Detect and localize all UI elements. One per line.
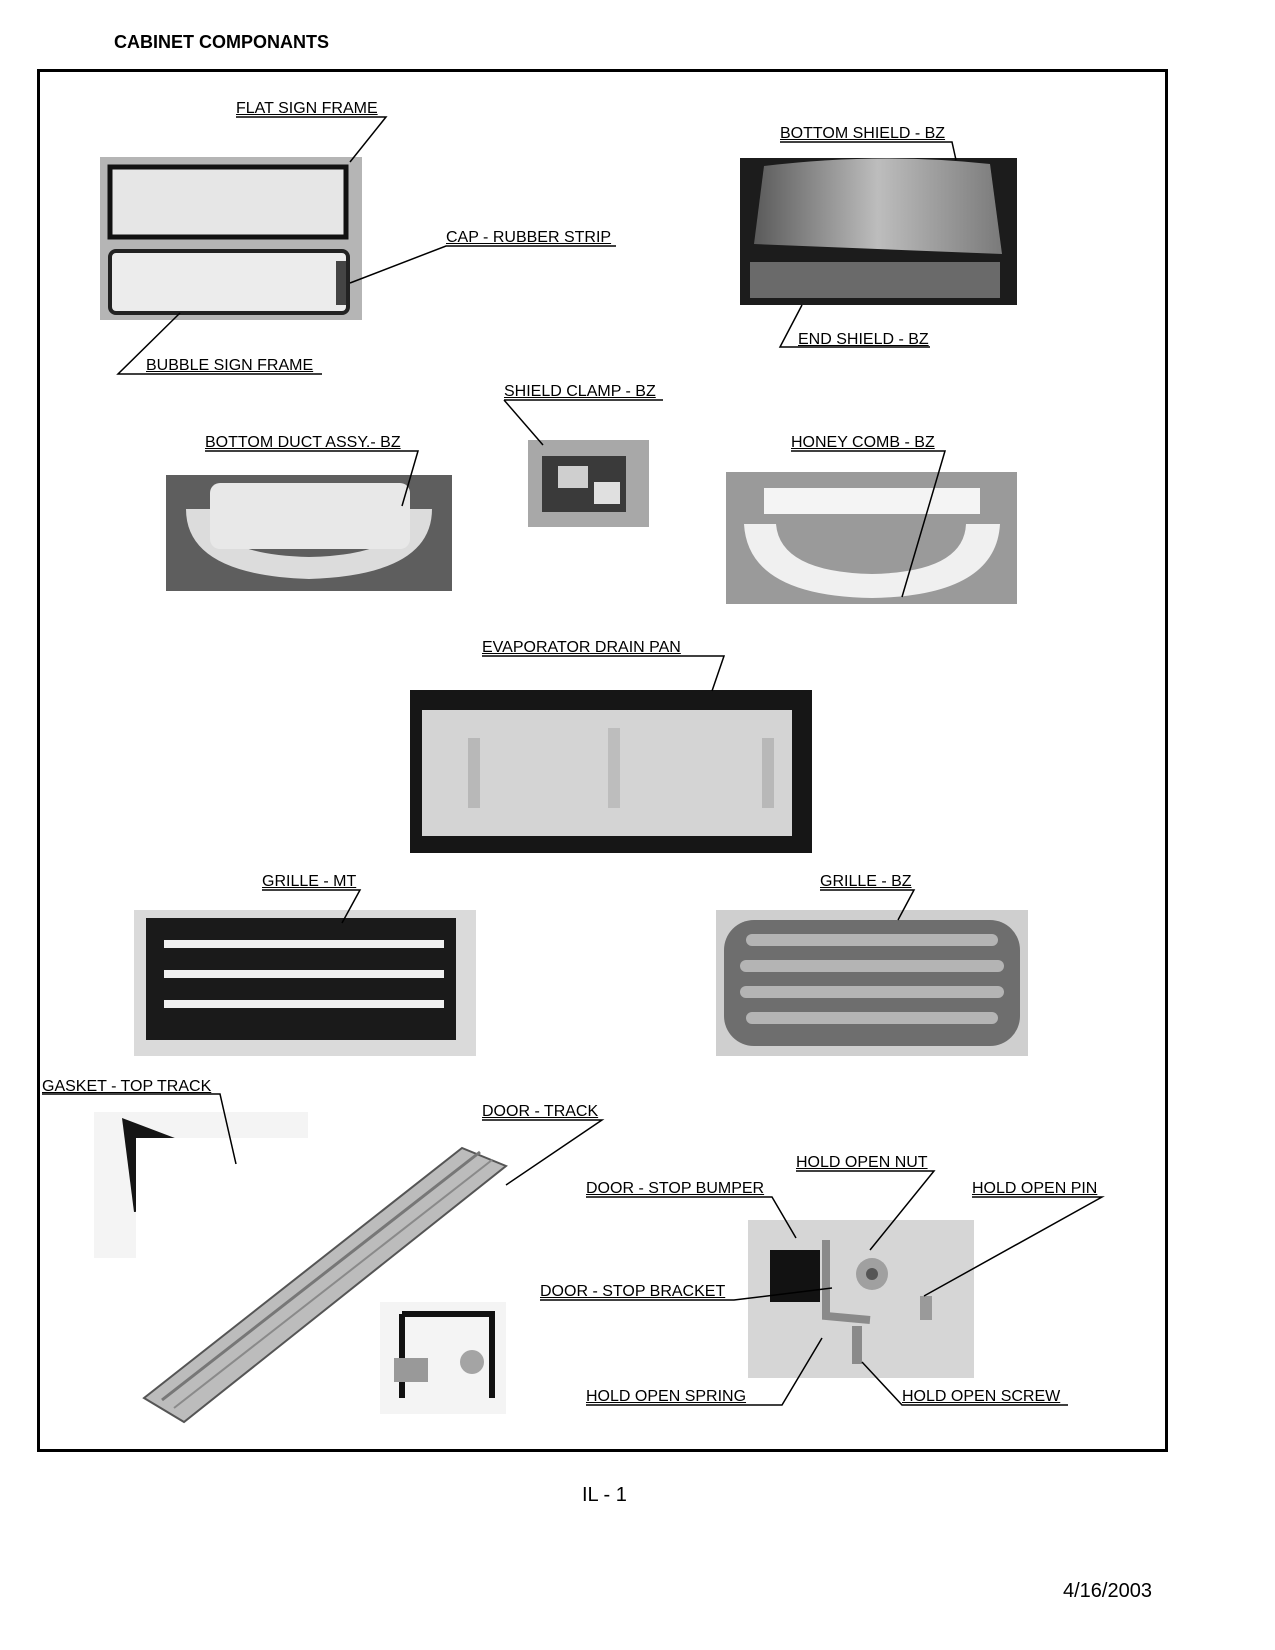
page-date: 4/16/2003 [1063, 1580, 1152, 1602]
label-hold-open-screw: HOLD OPEN SCREW [902, 1388, 1061, 1405]
label-grille-mt: GRILLE - MT [262, 873, 357, 890]
page-title: CABINET COMPONANTS [114, 32, 329, 52]
label-bubble-sign-frame: BUBBLE SIGN FRAME [146, 357, 314, 374]
sign-frames-photo [100, 157, 362, 320]
label-flat-sign-frame: FLAT SIGN FRAME [236, 100, 378, 117]
label-shield-clamp: SHIELD CLAMP - BZ [504, 383, 656, 400]
drain-pan-photo [410, 690, 812, 853]
label-hold-open-pin: HOLD OPEN PIN [972, 1180, 1098, 1197]
bottom-duct-photo [166, 475, 452, 591]
label-cap-rubber-strip: CAP - RUBBER STRIP [446, 229, 612, 246]
grille-bz-photo [716, 910, 1028, 1056]
label-honey-comb: HONEY COMB - BZ [791, 434, 935, 451]
label-bottom-shield: BOTTOM SHIELD - BZ [780, 125, 946, 142]
page-number: IL - 1 [582, 1484, 627, 1506]
hold-open-photo [748, 1220, 974, 1378]
figure-frame [37, 69, 1168, 1452]
label-hold-open-nut: HOLD OPEN NUT [796, 1154, 928, 1171]
label-end-shield: END SHIELD - BZ [798, 331, 929, 348]
label-door-track: DOOR - TRACK [482, 1103, 599, 1120]
label-grille-bz: GRILLE - BZ [820, 873, 912, 890]
label-door-stop-bumper: DOOR - STOP BUMPER [586, 1180, 765, 1197]
label-hold-open-spring: HOLD OPEN SPRING [586, 1388, 747, 1405]
grille-mt-photo [134, 910, 476, 1056]
shield-clamp-photo [528, 440, 649, 527]
bottom-shield-photo [740, 158, 1017, 305]
label-bottom-duct-assy: BOTTOM DUCT ASSY.- BZ [205, 434, 401, 451]
honey-comb-photo [726, 472, 1017, 604]
label-gasket-top-track: GASKET - TOP TRACK [42, 1078, 212, 1095]
label-door-stop-bracket: DOOR - STOP BRACKET [540, 1283, 726, 1300]
track-profile-photo [380, 1302, 506, 1414]
label-evaporator-drain-pan: EVAPORATOR DRAIN PAN [482, 639, 681, 656]
